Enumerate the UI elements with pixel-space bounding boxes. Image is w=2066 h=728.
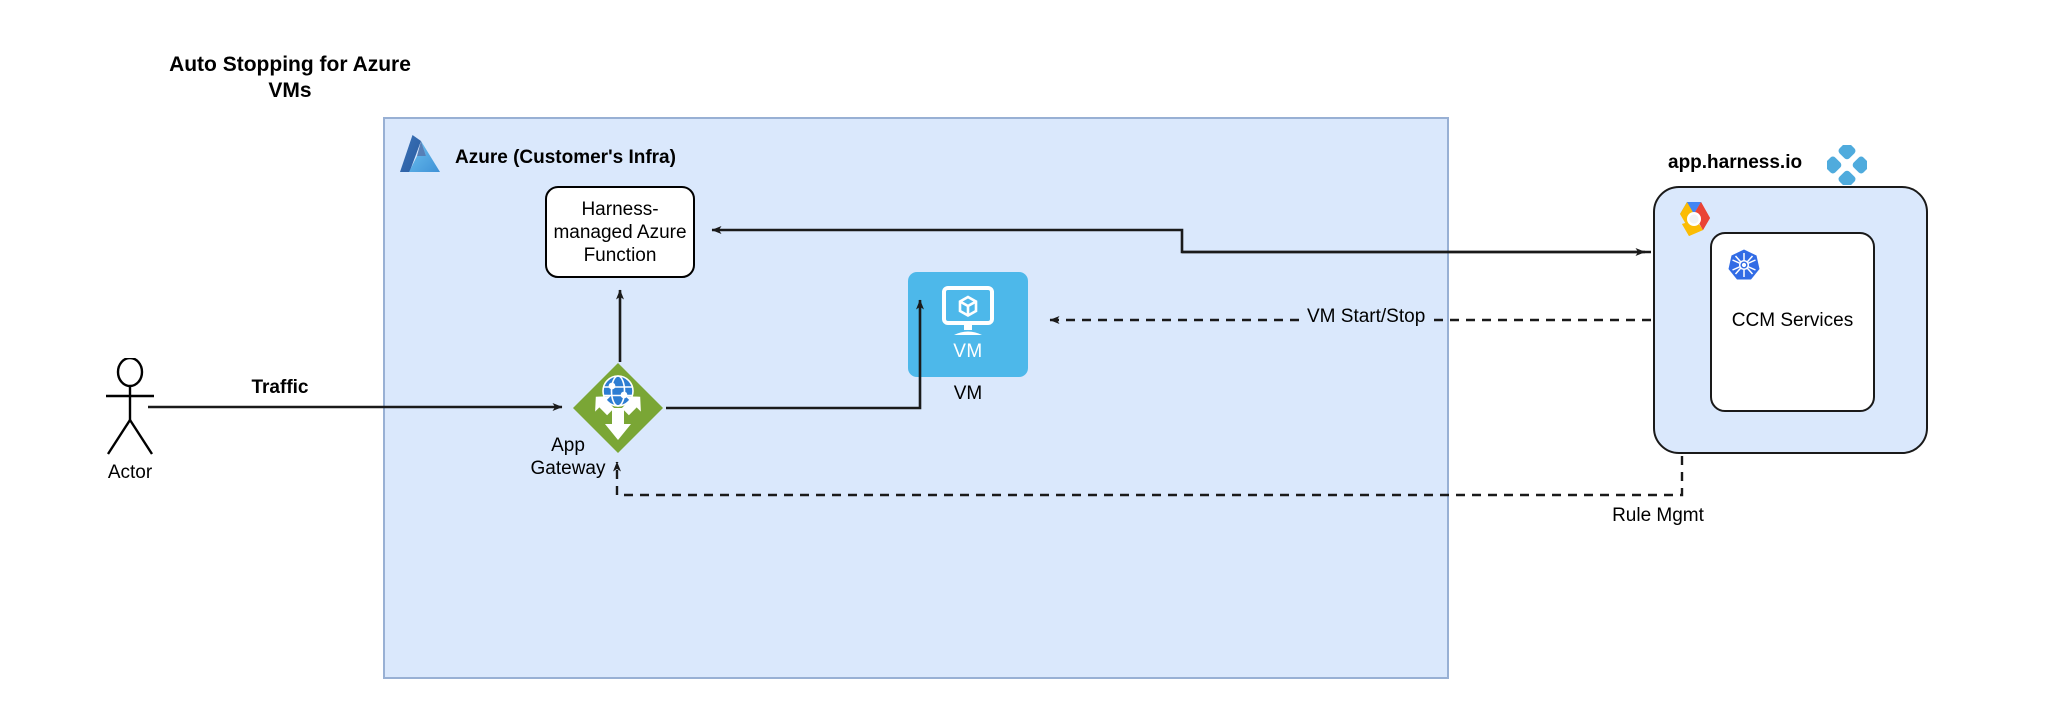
- azure-logo-icon: [397, 132, 443, 180]
- rule-mgmt-edge-label: Rule Mgmt: [1612, 505, 1704, 526]
- vm-icon-inner-label: VM: [953, 341, 983, 362]
- actor-stick-figure-icon[interactable]: [100, 356, 160, 456]
- gcp-logo-icon: [1673, 200, 1715, 238]
- app-gateway-icon[interactable]: [572, 362, 664, 454]
- kubernetes-logo-icon: [1727, 248, 1761, 282]
- traffic-edge-label: Traffic: [251, 377, 309, 398]
- azure-function-label: Harness- managed Azure Function: [553, 198, 687, 266]
- vm-node-label: VM: [953, 383, 983, 404]
- harness-panel-label: app.harness.io: [1668, 152, 1803, 173]
- vm-monitor-icon: [938, 285, 998, 340]
- actor-label: Actor: [107, 462, 153, 483]
- vm-start-stop-edge-label: VM Start/Stop: [1305, 306, 1428, 328]
- azure-function-node[interactable]: Harness- managed Azure Function: [545, 186, 695, 278]
- app-gateway-label: App Gateway: [530, 435, 606, 479]
- ccm-services-label: CCM Services: [1731, 310, 1854, 331]
- page-title: Auto Stopping for Azure VMs: [169, 53, 411, 102]
- harness-logo-icon: [1824, 142, 1870, 188]
- azure-container-label: Azure (Customer's Infra): [455, 147, 676, 168]
